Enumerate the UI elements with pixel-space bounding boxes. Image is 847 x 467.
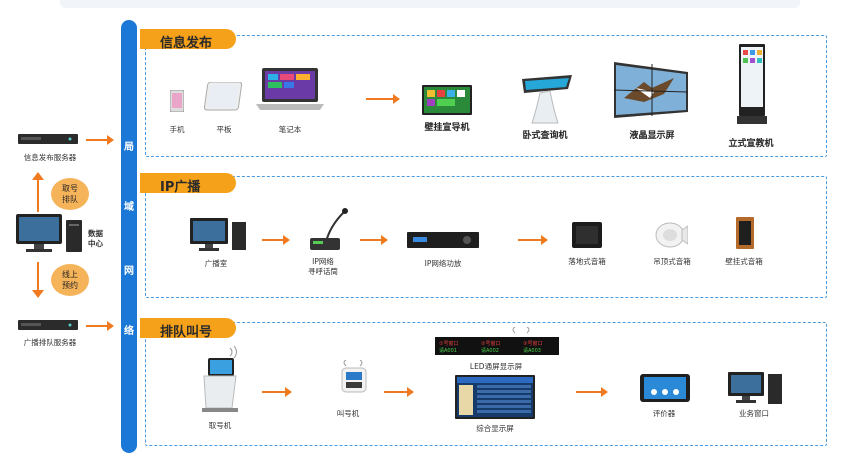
data-center-label-1: 数据 (88, 229, 103, 238)
info-server-icon (18, 132, 78, 146)
ceiling-speaker-icon (654, 220, 688, 250)
info-server-label: 信息发布服务器 (23, 153, 77, 162)
arrow-caller-screens (384, 387, 414, 397)
amplifier-label: IP网络功放 (424, 259, 462, 268)
queue-bubble: 取号 排队 (51, 178, 89, 210)
svg-text:请A002: 请A002 (481, 347, 499, 354)
lan-char-4: 络 (124, 326, 134, 337)
tablet-label: 平板 (216, 125, 232, 134)
arrow-down-head (32, 290, 44, 298)
data-center-label-2: 中心 (88, 239, 103, 248)
arrow-up-queue (37, 178, 39, 212)
standing-label: 立式宣教机 (728, 139, 774, 149)
ceiling-speaker-label: 吊顶式音箱 (653, 257, 691, 266)
phone-icon (170, 90, 184, 112)
combo-screen-icon (455, 375, 535, 419)
queue-bubble-line2: 排队 (62, 195, 78, 204)
online-bubble: 线上 预约 (51, 264, 89, 296)
svg-text:②号窗口: ②号窗口 (481, 340, 500, 347)
top-band (60, 0, 800, 8)
floor-speaker-label: 落地式音箱 (568, 257, 606, 266)
laptop-icon (256, 68, 326, 112)
arrow-room-paging (262, 235, 290, 245)
ticket-machine-label: 取号机 (208, 421, 232, 430)
queue-bubble-line1: 取号 (62, 184, 78, 193)
broadcast-server-icon (18, 318, 78, 332)
arrow-down-online (37, 262, 39, 292)
ip-title: IP广播 (140, 173, 236, 195)
arrow-ticket-caller (262, 387, 292, 397)
queue-panel (145, 322, 827, 446)
counter-label: 业务窗口 (739, 409, 769, 418)
amplifier-icon (407, 232, 479, 248)
evaluator-label: 评价器 (652, 409, 676, 418)
svg-text:请A001: 请A001 (439, 347, 457, 354)
kiosk-label: 卧式查询机 (522, 131, 568, 141)
arrow-amp-speakers (518, 235, 548, 245)
evaluator-icon (640, 374, 690, 404)
lcd-wall-icon (614, 58, 690, 120)
floor-speaker-icon (572, 222, 602, 248)
broadcast-server-label: 广播排队服务器 (23, 338, 77, 347)
broadcast-room-label: 广播室 (204, 259, 228, 268)
paging-mic-icon (304, 208, 350, 252)
wall-guide-label: 壁挂宣导机 (424, 123, 470, 133)
online-bubble-line2: 预约 (62, 281, 78, 290)
ip-panel (145, 176, 827, 298)
svg-text:③号窗口: ③号窗口 (523, 340, 542, 347)
data-center-monitor-icon (14, 214, 86, 254)
lan-char-2: 域 (124, 202, 134, 213)
arrow-info-server (86, 135, 114, 145)
info-panel (145, 35, 827, 157)
lan-bar (121, 20, 137, 453)
paging-label-2: 寻呼话筒 (308, 267, 338, 276)
kiosk-icon (518, 75, 574, 127)
wall-guide-icon (422, 85, 472, 115)
arrow-broadcast-server (86, 321, 114, 331)
ticket-machine-icon (196, 346, 244, 412)
arrow-up-head (32, 172, 44, 180)
wall-speaker-icon (736, 217, 756, 249)
phone-label: 手机 (169, 125, 185, 134)
arrow-screens-evaluator (576, 387, 608, 397)
paging-label-1: IP网络 (312, 257, 334, 266)
lan-char-1: 局 (124, 142, 134, 153)
broadcast-room-icon (190, 218, 250, 252)
laptop-label: 笔记本 (278, 125, 302, 134)
caller-icon (334, 360, 374, 396)
caller-label: 叫号机 (336, 409, 360, 418)
standing-icon (737, 44, 767, 126)
arrow-paging-amp (360, 235, 388, 245)
queue-title: 排队叫号 (140, 318, 236, 340)
tablet-icon (202, 82, 244, 114)
led-screen-label: LED通屏显示屏 (469, 362, 523, 371)
svg-text:请A003: 请A003 (523, 347, 541, 354)
online-bubble-line1: 线上 (62, 270, 78, 279)
svg-text:①号窗口: ①号窗口 (439, 340, 458, 347)
info-title: 信息发布 (140, 29, 236, 51)
lcd-wall-label: 液晶显示屏 (629, 131, 675, 141)
wall-speaker-label: 壁挂式音箱 (725, 257, 763, 266)
counter-computer-icon (728, 372, 784, 406)
led-screen-icon: ①号窗口 ②号窗口 ③号窗口请A001 请A002 请A003 (435, 327, 559, 357)
combo-screen-label: 综合显示屏 (476, 424, 514, 433)
lan-char-3: 网 (124, 266, 134, 277)
arrow-info-devices (366, 94, 400, 104)
